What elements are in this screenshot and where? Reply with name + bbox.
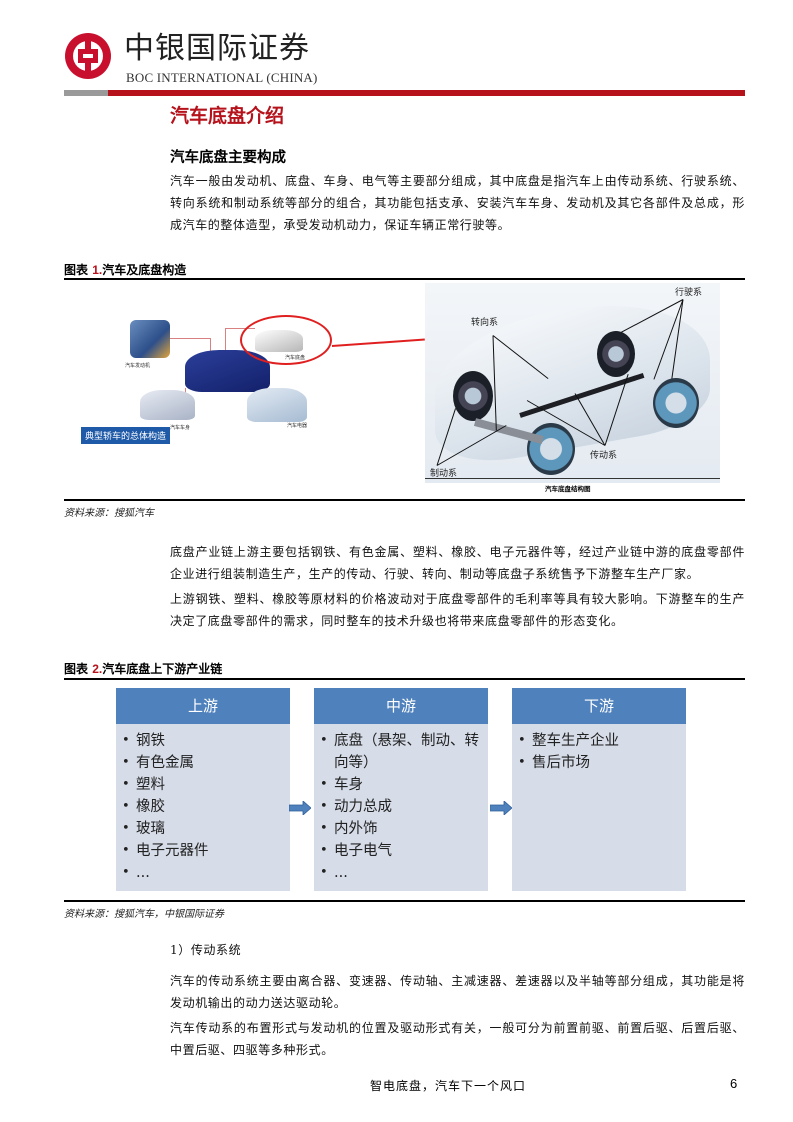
car-body-illustration [140, 390, 195, 420]
section-title: 汽车底盘介绍 [170, 105, 285, 127]
overall-structure-badge: 典型轿车的总体构造 [81, 427, 171, 444]
upstream-header: 上游 [116, 688, 290, 724]
list-item: 整车生产企业 [518, 730, 686, 752]
figure1-bottom-rule [64, 499, 745, 501]
list-item: 塑料 [122, 774, 290, 796]
brand-name-en: BOC INTERNATIONAL (CHINA) [126, 70, 318, 85]
braking-system-label: 制动系 [430, 469, 458, 479]
figure2-caption-num: 2. [92, 662, 103, 676]
body-label: 汽车车身 [170, 425, 191, 431]
transmission-heading: 1）传动系统 [170, 943, 242, 957]
list-item: ... [320, 862, 488, 884]
figure2-caption: 图表 2.汽车底盘上下游产业链 [64, 660, 222, 677]
car-electric-illustration [247, 388, 307, 422]
list-item: 有色金属 [122, 752, 290, 774]
intro-paragraph: 汽车一般由发动机、底盘、车身、电气等主要部分组成，其中底盘是指汽车上由传动系统、… [170, 174, 745, 232]
boc-logo-icon [65, 33, 111, 79]
figure1-caption: 图表 1.汽车及底盘构造 [64, 261, 186, 278]
transmission-paragraph-1: 汽车的传动系统主要由离合器、变速器、传动轴、主减速器、差速器以及半轴等部分组成，… [170, 974, 745, 1010]
list-item: 售后市场 [518, 752, 686, 774]
steering-system-label: 转向系 [471, 318, 499, 328]
downstream-list: 整车生产企业 售后市场 [512, 724, 686, 774]
rear-right-wheel [653, 378, 699, 428]
upstream-list: 钢铁 有色金属 塑料 橡胶 玻璃 电子元器件 ... [116, 724, 290, 884]
header-bar-red [108, 90, 745, 96]
list-item: 电子元器件 [122, 840, 290, 862]
list-item: 底盘（悬架、制动、转向等） [320, 730, 488, 774]
chassis-structure-caption: 汽车底盘结构图 [545, 485, 591, 493]
industry-chain-paragraph-1: 底盘产业链上游主要包括钢铁、有色金属、塑料、橡胶、电子元器件等，经过产业链中游的… [170, 545, 745, 581]
front-left-wheel [453, 371, 493, 421]
red-pointer-line [331, 338, 425, 347]
industry-chain-paragraph-2: 上游钢铁、塑料、橡胶等原材料的价格波动对于底盘零部件的毛利率等具有较大影响。下游… [170, 592, 745, 628]
rear-left-wheel [597, 331, 635, 377]
upstream-box: 上游 钢铁 有色金属 塑料 橡胶 玻璃 电子元器件 ... [116, 688, 290, 891]
figure2-top-rule [64, 678, 745, 680]
car-overall-structure-image: 汽车发动机 汽车底盘 汽车车身 汽车电器 典型轿车的总体构造 [75, 300, 345, 445]
chassis-highlight-ellipse [240, 315, 332, 365]
header-bar-grey [64, 90, 108, 96]
figure1-caption-num: 1. [92, 263, 103, 277]
brand-name-cn: 中银国际证券 [124, 31, 310, 66]
figure2-caption-text: 汽车底盘上下游产业链 [102, 662, 223, 676]
midstream-box: 中游 底盘（悬架、制动、转向等） 车身 动力总成 内外饰 电子电气 ... [314, 688, 488, 891]
transmission-paragraph-2: 汽车传动系的布置形式与发动机的位置及驱动形式有关，一般可分为前置前驱、前置后驱、… [170, 1021, 745, 1057]
chassis-structure-image: 转向系 行驶系 制动系 传动系 [425, 283, 720, 483]
figure1-top-rule [64, 278, 745, 280]
chassis-label: 汽车底盘 [285, 355, 306, 361]
list-item: 车身 [320, 774, 488, 796]
footer-report-title: 智电底盘，汽车下一个风口 [370, 1079, 527, 1093]
list-item: 玻璃 [122, 818, 290, 840]
subsection-title: 汽车底盘主要构成 [170, 150, 286, 166]
arrow-right-icon [289, 801, 311, 815]
list-item: 电子电气 [320, 840, 488, 862]
midstream-header: 中游 [314, 688, 488, 724]
figure1-source: 资料来源：搜狐汽车 [64, 508, 154, 519]
list-item: 动力总成 [320, 796, 488, 818]
figure2-bottom-rule [64, 900, 745, 902]
figure2-caption-prefix: 图表 [64, 662, 93, 676]
list-item: 橡胶 [122, 796, 290, 818]
figure2-source: 资料来源：搜狐汽车，中银国际证券 [64, 909, 224, 920]
page-number: 6 [730, 1076, 738, 1091]
electric-label: 汽车电器 [287, 423, 308, 429]
transmission-system-label: 传动系 [590, 451, 618, 461]
engine-illustration [130, 320, 170, 358]
list-item: ... [122, 862, 290, 884]
list-item: 内外饰 [320, 818, 488, 840]
arrow-right-icon [490, 801, 512, 815]
figure1-caption-text: 汽车及底盘构造 [102, 263, 187, 277]
downstream-box: 下游 整车生产企业 售后市场 [512, 688, 686, 891]
downstream-header: 下游 [512, 688, 686, 724]
front-right-wheel [527, 423, 575, 475]
running-system-label: 行驶系 [675, 288, 703, 298]
midstream-list: 底盘（悬架、制动、转向等） 车身 动力总成 内外饰 电子电气 ... [314, 724, 488, 884]
figure1-caption-prefix: 图表 [64, 263, 93, 277]
list-item: 钢铁 [122, 730, 290, 752]
figure1-inner-rule [425, 478, 720, 479]
engine-label: 汽车发动机 [125, 363, 151, 369]
